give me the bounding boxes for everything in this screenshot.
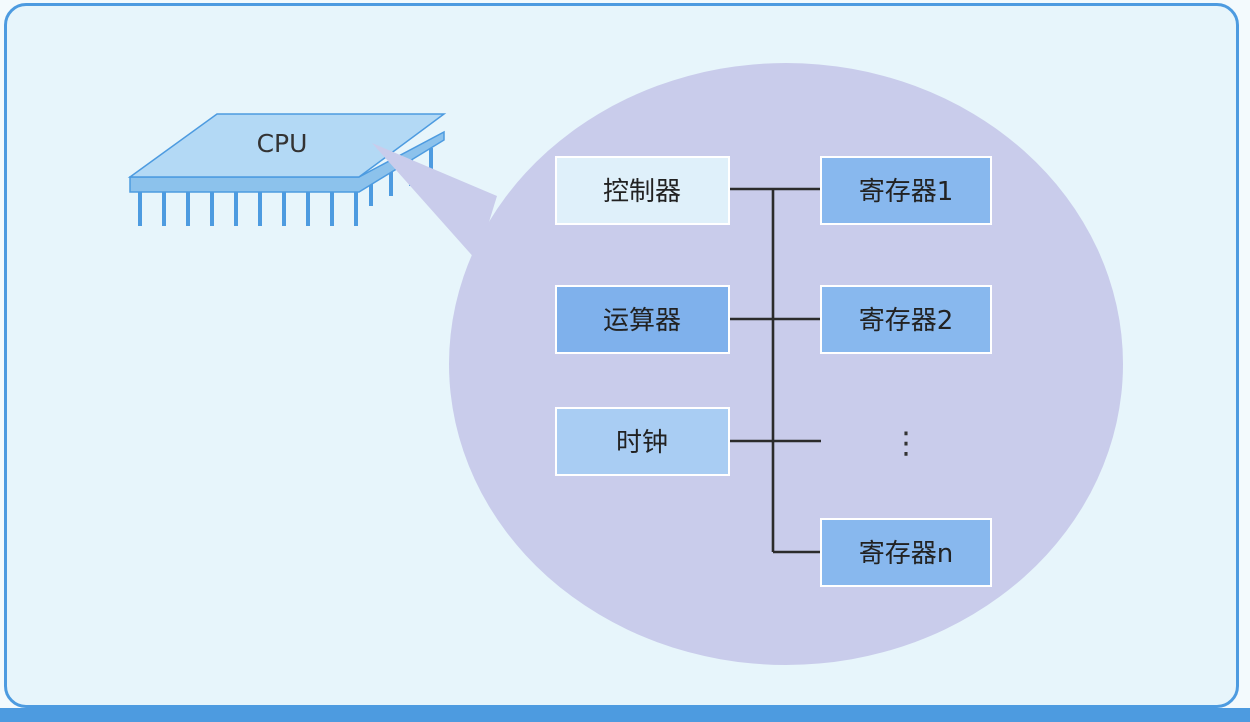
chip-pin [138,192,142,226]
chip-pin [369,178,373,206]
register-2-label: 寄存器2 [859,306,954,336]
cpu-structure-diagram: CPU 控制器 运算器 时钟 [127,63,1123,665]
chip-pin [330,192,334,226]
cpu-label: CPU [257,129,308,158]
bubble-pointer [372,143,497,261]
chip-top [127,113,447,178]
chip-pin [389,168,393,196]
chip-pin [306,192,310,226]
diagram-frame: CPU 控制器 运算器 时钟 [4,3,1239,708]
register-n-label: 寄存器n [859,539,953,569]
register-1: 寄存器1 [820,156,992,225]
clock-box [555,407,730,476]
register-2-box [820,285,992,354]
bubble-circle [449,63,1123,665]
register-2: 寄存器2 [820,285,992,354]
bottom-bar [0,708,1250,722]
clock-label: 时钟 [616,428,668,458]
component-alu: 运算器 [555,285,730,354]
register-ellipsis: ⋮ [891,426,921,461]
chip-pin [354,192,358,226]
chip-pin [162,192,166,226]
bus-lines [729,187,821,554]
zoom-bubble [372,63,1123,665]
register-1-box [820,156,992,225]
chip-pin [429,148,433,176]
chip-pin [234,192,238,226]
register-1-label: 寄存器1 [859,177,954,207]
chip-pin [258,192,262,226]
chip-pin [210,192,214,226]
component-controller: 控制器 [555,156,730,225]
alu-box [555,285,730,354]
register-n-box [820,518,992,587]
register-n: 寄存器n [820,518,992,587]
chip-pin [282,192,286,226]
controller-label: 控制器 [603,177,681,207]
alu-label: 运算器 [603,306,681,336]
cpu-chip: CPU [127,113,447,226]
component-clock: 时钟 [555,407,730,476]
controller-box [555,156,730,225]
chip-pin [186,192,190,226]
